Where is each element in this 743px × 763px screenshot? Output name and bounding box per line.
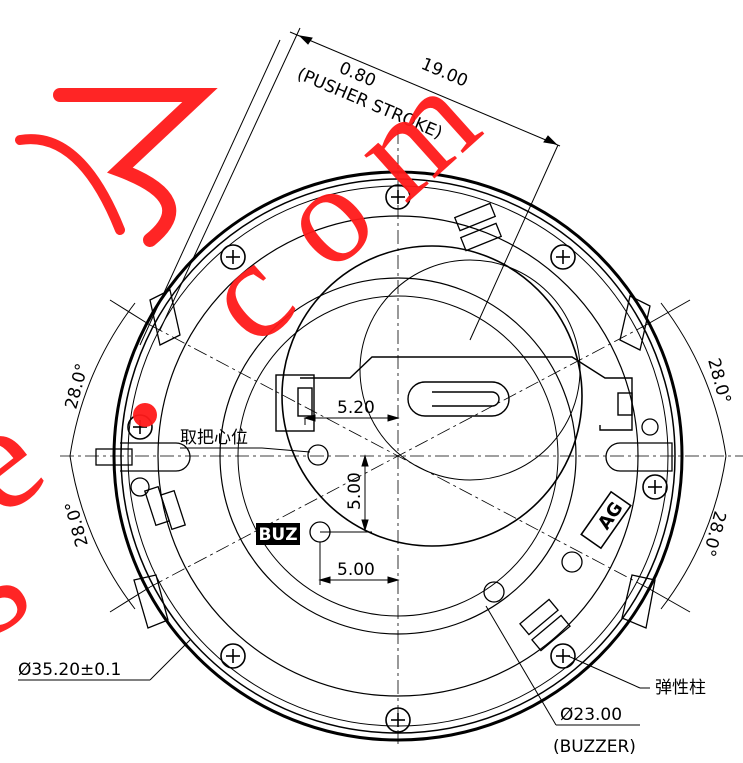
ag-text: AG xyxy=(594,498,628,534)
screw-right xyxy=(642,474,668,500)
screw-top xyxy=(385,184,411,210)
offset-x-label: 5.20 xyxy=(337,398,375,418)
buzzer-note-label: (BUZZER) xyxy=(553,737,636,757)
screw-lower-left xyxy=(220,643,246,669)
outer-diameter-label: Ø35.20±0.1 xyxy=(18,660,121,680)
spring-post-label: 弹性柱 xyxy=(655,678,706,698)
screw-lower-right xyxy=(550,643,576,669)
buz-mark: BUZ xyxy=(256,523,300,545)
buz-text: BUZ xyxy=(258,525,297,545)
buzzer-offset-x-label: 5.00 xyxy=(337,560,375,580)
svg-text:e: e xyxy=(0,374,73,546)
top-dimension xyxy=(139,27,561,346)
buzzer-offset-y-label: 5.00 xyxy=(345,472,365,510)
pick-center-label: 取把心位 xyxy=(180,428,248,448)
centerlines xyxy=(60,130,743,745)
inner-dimensions xyxy=(303,414,400,585)
battery-cell xyxy=(281,245,583,547)
angle-dimensions xyxy=(69,299,727,613)
pick-center-hole xyxy=(307,444,329,466)
angle-upper-right: 28.0° xyxy=(703,356,734,406)
battery-shadow xyxy=(359,259,581,481)
battery-clip xyxy=(275,356,633,432)
leaders xyxy=(18,447,650,726)
latches xyxy=(95,202,673,652)
screw-upper-left xyxy=(220,244,246,270)
holes xyxy=(307,444,583,603)
buzzer-diameter-label: Ø23.00 xyxy=(560,705,622,725)
angle-lower-right: 28.0° xyxy=(698,509,729,559)
screws xyxy=(127,184,668,733)
screw-bottom xyxy=(385,707,411,733)
screw-upper-right xyxy=(550,244,576,270)
watermark: c o m e s xyxy=(0,40,507,667)
